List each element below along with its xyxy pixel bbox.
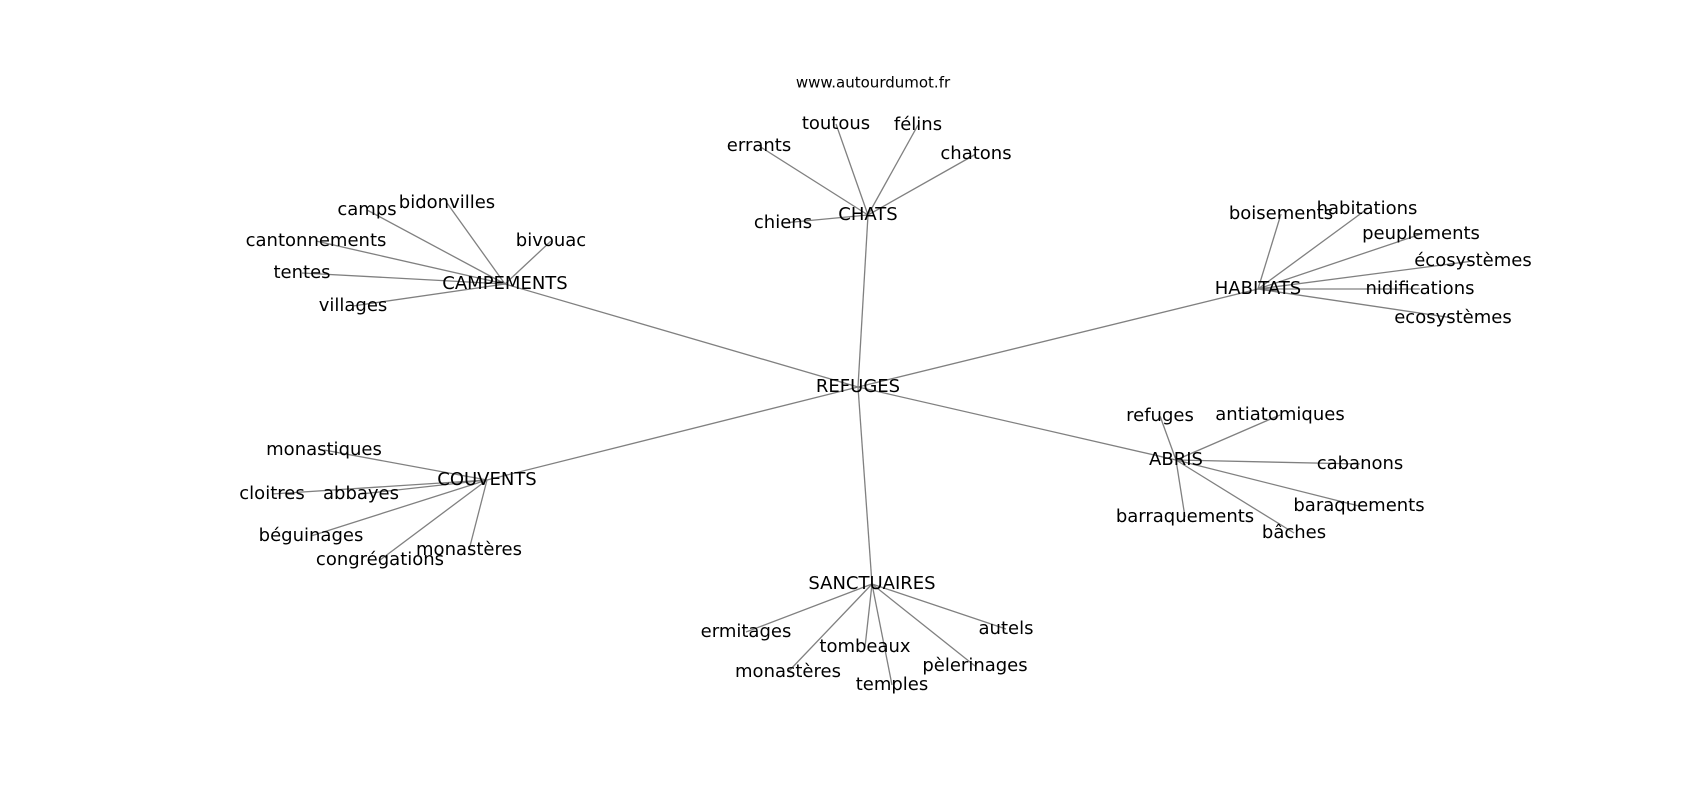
hub-node-couvents[interactable]: COUVENTS: [437, 469, 536, 490]
leaf-node[interactable]: boisements: [1229, 203, 1333, 224]
leaf-node[interactable]: chatons: [940, 143, 1011, 164]
leaf-node[interactable]: temples: [856, 674, 929, 695]
leaf-node[interactable]: autels: [979, 618, 1034, 639]
leaf-node[interactable]: monastères: [735, 661, 841, 682]
edge-sanctuaires-leaf: [745, 583, 873, 633]
edge-couvents-leaf: [360, 479, 488, 495]
edge-chats-leaf: [758, 145, 869, 216]
root-node[interactable]: REFUGES: [816, 376, 900, 397]
leaf-node[interactable]: congrégations: [316, 549, 444, 570]
edge-chats-leaf: [867, 124, 919, 216]
edge-couvents-leaf: [379, 479, 488, 561]
leaf-node[interactable]: errants: [727, 135, 791, 156]
edge-abris-leaf: [1175, 414, 1281, 461]
leaf-node[interactable]: habitations: [1317, 198, 1418, 219]
edge-chats-leaf: [782, 214, 869, 224]
leaf-node[interactable]: villages: [319, 295, 388, 316]
edge-sanctuaires-leaf: [871, 583, 1007, 630]
source-label: www.autourdumot.fr: [796, 74, 951, 92]
leaf-node[interactable]: peuplements: [1362, 223, 1480, 244]
edge-abris-leaf: [1159, 415, 1177, 461]
edge-root-campements: [504, 283, 859, 388]
edge-root-abris: [857, 386, 1177, 461]
leaf-node[interactable]: pèlerinages: [922, 655, 1027, 676]
hub-node-campements[interactable]: CAMPEMENTS: [442, 273, 567, 294]
leaf-node[interactable]: écosystèmes: [1414, 250, 1532, 271]
leaf-node[interactable]: cloitres: [239, 483, 304, 504]
hub-node-chats[interactable]: CHATS: [838, 204, 897, 225]
leaf-node[interactable]: béguinages: [259, 525, 364, 546]
edge-campements-leaf: [366, 209, 506, 285]
edge-abris-leaf: [1175, 459, 1360, 507]
hub-node-sanctuaires[interactable]: SANCTUAIRES: [808, 573, 935, 594]
edge-root-habitats: [857, 288, 1259, 388]
leaf-node[interactable]: ecosystèmes: [1394, 307, 1512, 328]
edge-couvents-leaf: [323, 449, 488, 481]
edge-chats-leaf: [835, 123, 869, 216]
edge-habitats-leaf: [1257, 288, 1454, 319]
edge-abris-leaf: [1175, 459, 1295, 534]
edge-campements-leaf: [315, 240, 506, 285]
leaf-node[interactable]: monastiques: [266, 439, 382, 460]
edge-campements-leaf: [301, 272, 506, 285]
edge-campements-leaf: [504, 240, 552, 285]
edge-sanctuaires-leaf: [871, 583, 893, 686]
leaf-node[interactable]: abbayes: [323, 483, 399, 504]
edge-campements-leaf: [446, 202, 506, 285]
leaf-node[interactable]: cantonnements: [246, 230, 387, 251]
edge-abris-leaf: [1175, 459, 1361, 465]
labels: REFUGES CHATS toutous félins errants chatons c…: [239, 113, 1531, 695]
leaf-node[interactable]: bidonvilles: [399, 192, 495, 213]
leaf-node[interactable]: monastères: [416, 539, 522, 560]
edge-couvents-leaf: [310, 479, 488, 537]
hub-node-habitats[interactable]: HABITATS: [1215, 278, 1301, 299]
leaf-node[interactable]: antiatomiques: [1215, 404, 1344, 425]
edge-habitats-leaf: [1257, 213, 1282, 290]
edge-habitats-leaf: [1257, 208, 1368, 290]
leaf-node[interactable]: camps: [337, 199, 396, 220]
leaf-node[interactable]: baraquements: [1293, 495, 1424, 516]
hub-node-abris[interactable]: ABRIS: [1149, 449, 1203, 470]
leaf-node[interactable]: nidifications: [1366, 278, 1475, 299]
edge-sanctuaires-leaf: [864, 583, 873, 648]
edge-couvents-leaf: [468, 479, 488, 551]
leaf-node[interactable]: tombeaux: [819, 636, 911, 657]
leaf-node[interactable]: barraquements: [1116, 506, 1254, 527]
leaf-node[interactable]: tentes: [273, 262, 330, 283]
leaf-node[interactable]: refuges: [1126, 405, 1194, 426]
edges: [271, 123, 1474, 686]
edge-sanctuaires-leaf: [787, 583, 873, 673]
edge-habitats-leaf: [1257, 260, 1474, 290]
edge-habitats-leaf: [1257, 233, 1422, 290]
edge-sanctuaires-leaf: [871, 583, 976, 667]
leaf-node[interactable]: toutous: [802, 113, 870, 134]
edge-root-sanctuaires: [857, 386, 873, 585]
edge-couvents-leaf: [271, 479, 488, 495]
leaf-node[interactable]: chiens: [754, 212, 812, 233]
edge-campements-leaf: [352, 283, 506, 307]
leaf-node[interactable]: bivouac: [516, 230, 586, 251]
leaf-node[interactable]: ermitages: [701, 621, 792, 642]
edge-chats-leaf: [867, 153, 977, 216]
edge-root-couvents: [486, 386, 859, 481]
leaf-node[interactable]: félins: [894, 114, 942, 135]
leaf-node[interactable]: cabanons: [1317, 453, 1404, 474]
edge-root-chats: [857, 214, 869, 388]
edge-abris-leaf: [1175, 459, 1186, 518]
leaf-node[interactable]: bâches: [1262, 522, 1326, 543]
